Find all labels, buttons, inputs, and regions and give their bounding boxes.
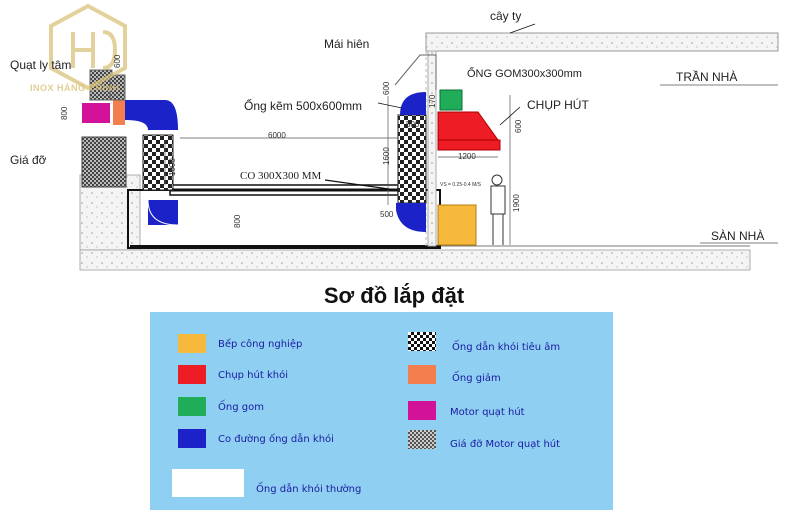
legend-swatch-stove [178,334,206,353]
dim-600-left: 600 [382,81,391,95]
awning [394,54,437,90]
legend-swatch-collector [178,397,206,416]
diagram-drawing [79,23,779,271]
dim-6000: 6000 [268,131,286,140]
label-chup-hut: CHỤP HÚT [527,98,589,112]
motor-support [81,136,127,188]
brand-logo-text: INOX HÀNG CHÍNH [30,83,120,93]
reducer [113,95,125,125]
installation-diagram: INOX HÀNG CHÍNH cây ty Mái hiên Quạt ly … [10,3,779,271]
legend-label-motor: Motor quạt hút [450,407,525,418]
legend-label-collector: Ống gom [218,402,264,413]
dim-1900: 1900 [512,194,521,212]
hood-note: VS = 0.25-0.4 M/S [440,182,481,188]
dim-800-trench: 800 [233,214,242,228]
stove [437,204,477,246]
label-mai-hien: Mái hiên [324,37,370,51]
legend-label-silencer-duct: Ống dẫn khói tiêu âm [452,342,561,353]
dim-500-bottom: 500 [380,210,394,219]
wall [427,50,437,247]
label-san-nha: SÀN NHÀ [711,229,765,243]
dim-500-top: 500 [406,120,420,129]
dim-1200: 1200 [458,152,476,161]
legend-label-hood: Chụp hút khói [218,370,288,381]
label-co: CO 300X300 MM [240,170,322,182]
diagram-title: Sơ đồ lắp đặt [323,283,465,308]
legend-swatch-motor [408,401,436,420]
dim-600-right: 600 [514,119,523,133]
label-cay-ty: cây ty [490,9,522,23]
dim-600-fan: 600 [113,54,122,68]
legend-swatch-elbow [178,429,206,448]
legend-swatch-normal-duct [172,469,244,497]
motor [82,103,110,123]
legend-label-reducer: Ống giảm [452,373,501,384]
chef [490,174,506,245]
dim-170: 170 [428,94,437,108]
left-vertical-duct-silencer [142,134,174,191]
dim-1000: 1000 [168,158,177,176]
legend-label-normal-duct: Ống dẫn khói thường [256,484,362,495]
roof-slab [425,32,779,52]
left-bottom-elbow [148,200,178,225]
label-ong-kem: Ống kẽm 500x600mm [244,99,363,113]
brand-logo [49,3,127,91]
legend-swatch-hood [178,365,206,384]
floor-slab [79,249,751,271]
dim-1600: 1600 [382,147,391,165]
label-tran-nha: TRẦN NHÀ [676,70,738,84]
right-bottom-elbow [396,203,426,232]
left-top-elbow [125,100,178,130]
legend-swatch-reducer [408,365,436,384]
dim-800-left: 800 [60,106,69,120]
legend-label-stove: Bếp công nghiệp [218,339,303,350]
legend-panel: Bếp công nghiệp Chụp hút khói Ống gom Co… [150,312,613,510]
legend-swatch-silencer-duct [408,332,436,351]
hood [437,111,499,141]
right-top-elbow [400,92,426,115]
label-quat-ly-tam: Quạt ly tâm [10,58,72,72]
legend-label-motor-support: Giá đỡ Motor quạt hút [450,439,561,450]
label-gia-do: Giá đỡ [10,153,47,167]
legend-label-elbow: Co đường ống dẫn khói [218,434,334,445]
label-ong-gom: ỐNG GOM300x300mm [467,68,582,80]
collector-duct [439,89,463,111]
legend-swatch-motor-support [408,430,436,449]
